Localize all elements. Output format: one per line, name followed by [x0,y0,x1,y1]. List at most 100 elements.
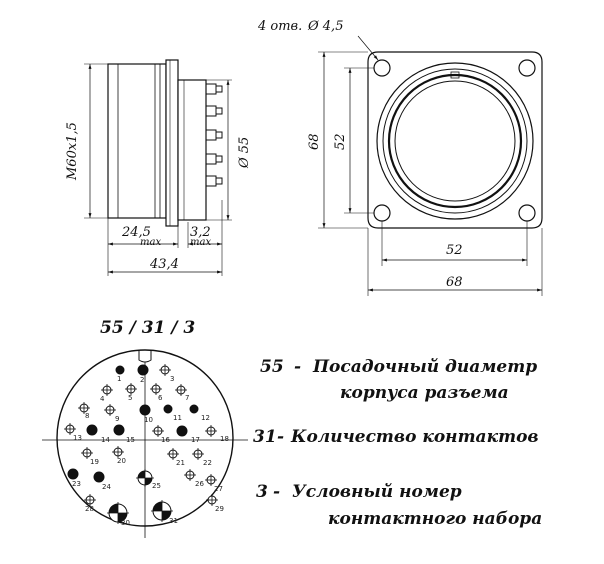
connector-code: 55 / 31 / 3 [100,318,195,338]
contact-number: 28 [85,505,94,513]
contact-number: 17 [191,436,200,444]
contact-pin: 17 [176,425,200,444]
contact-pin: 19 [81,447,99,466]
contact-pin: 15 [113,424,135,444]
legend-1-text-a: Посадочный диаметр [312,357,537,377]
contact-number: 29 [215,505,224,513]
contact-pin: 29 [206,494,224,513]
mount-hole-tr [518,59,536,77]
legend-1-text-b: корпуса разъема [340,383,509,403]
side-flange [165,59,179,227]
contact-pin: 9 [104,404,119,423]
contact-number: 2 [140,376,144,384]
contact-number: 20 [117,457,126,465]
contact-number: 27 [214,485,223,493]
contact-number: 23 [72,480,81,488]
legend-3-num: 3 [256,482,268,502]
dim-outer-v: 68 [307,133,322,150]
legend-3-text-a: Условный номер [292,482,462,502]
legend-2-text: Количество контактов [290,427,539,447]
contact-number: 12 [201,414,210,422]
legend-1-sep: - [294,357,301,377]
mount-hole-br [518,204,536,222]
contact-number: 21 [176,459,185,467]
front-flange [367,51,543,229]
contact-pin: 14 [86,424,110,444]
contact-pin: 18 [205,425,229,443]
contact-pin: 12 [189,404,210,422]
contact-pin: 13 [64,423,82,442]
contact-number: 8 [85,412,89,420]
holes-note: 4 отв. [257,19,302,34]
contact-pin: 5 [125,383,137,402]
contact-number: 1 [117,375,121,383]
contact-number: 3 [170,375,174,383]
contact-pin: 23 [67,468,81,488]
contact-pin: 6 [150,383,163,402]
contact-number: 31 [169,517,178,525]
contact-number: 25 [152,482,161,490]
contact-pin: 4 [100,384,113,403]
contact-number: 16 [161,436,170,444]
mount-hole-tl [373,59,391,77]
contact-pin: 20 [112,446,126,465]
legend-1-num: 55 [260,357,284,377]
front-ring-outer [376,62,534,220]
contact-pin: 22 [192,448,212,467]
contact-pin: 30 [107,502,130,527]
dim-body-max: max [140,237,161,248]
legend-3-text-b: контактного набора [328,509,542,529]
contact-pin: 1 [115,365,125,383]
legend: 55 - Посадочный диаметр корпуса разъема … [253,357,542,529]
contact-pin: 25 [136,469,161,490]
contact-number: 6 [158,394,163,402]
dim-total-label: 43,4 [149,257,179,272]
contact-pin: 7 [175,384,189,402]
dim-tail-max: max [190,237,211,248]
side-pins [205,83,223,205]
dim-outer-h: 68 [446,275,463,290]
contact-pin: 21 [167,448,185,467]
legend-2-num: 31 [253,427,277,447]
contact-number: 4 [100,395,105,403]
holes-diameter: Ø 4,5 [307,19,343,34]
thread-label: М60х1,5 [65,122,80,181]
side-view [84,59,232,276]
contact-pin: 11 [163,404,182,422]
contact-number: 24 [102,483,111,491]
contact-number: 26 [195,480,204,488]
contact-pin: 10 [139,404,153,424]
mount-hole-bl [373,204,391,222]
contact-pin: 28 [84,494,96,513]
contact-number: 14 [101,436,110,444]
legend-3-sep: - [273,482,280,502]
contact-pin: 26 [184,469,204,488]
contact-face [42,349,248,538]
contact-number: 13 [73,434,82,442]
contact-pin: 8 [78,402,90,420]
contact-number: 11 [173,414,182,422]
contact-pin: 24 [93,471,111,491]
dim-tail-label: 3,2 [190,225,211,240]
contact-pin: 31 [151,500,178,525]
legend-2-sep: - [277,427,284,447]
dim-inner-h: 52 [446,243,463,258]
side-body [107,63,167,219]
contact-pin: 2 [137,364,149,384]
contact-number: 5 [128,394,132,402]
contact-number: 10 [144,416,153,424]
contact-number: 18 [220,435,229,443]
front-view [318,35,543,296]
contact-pin: 16 [152,425,170,444]
contact-number: 15 [126,436,135,444]
contact-number: 19 [90,458,99,466]
contact-number: 9 [115,415,119,423]
dim-body-label: 24,5 [121,225,151,240]
contact-pin: 27 [205,474,223,493]
contact-number: 22 [203,459,212,467]
contact-pin: 3 [159,364,174,383]
diameter-label: Ø 55 [237,137,252,169]
dim-inner-v: 52 [333,133,348,150]
